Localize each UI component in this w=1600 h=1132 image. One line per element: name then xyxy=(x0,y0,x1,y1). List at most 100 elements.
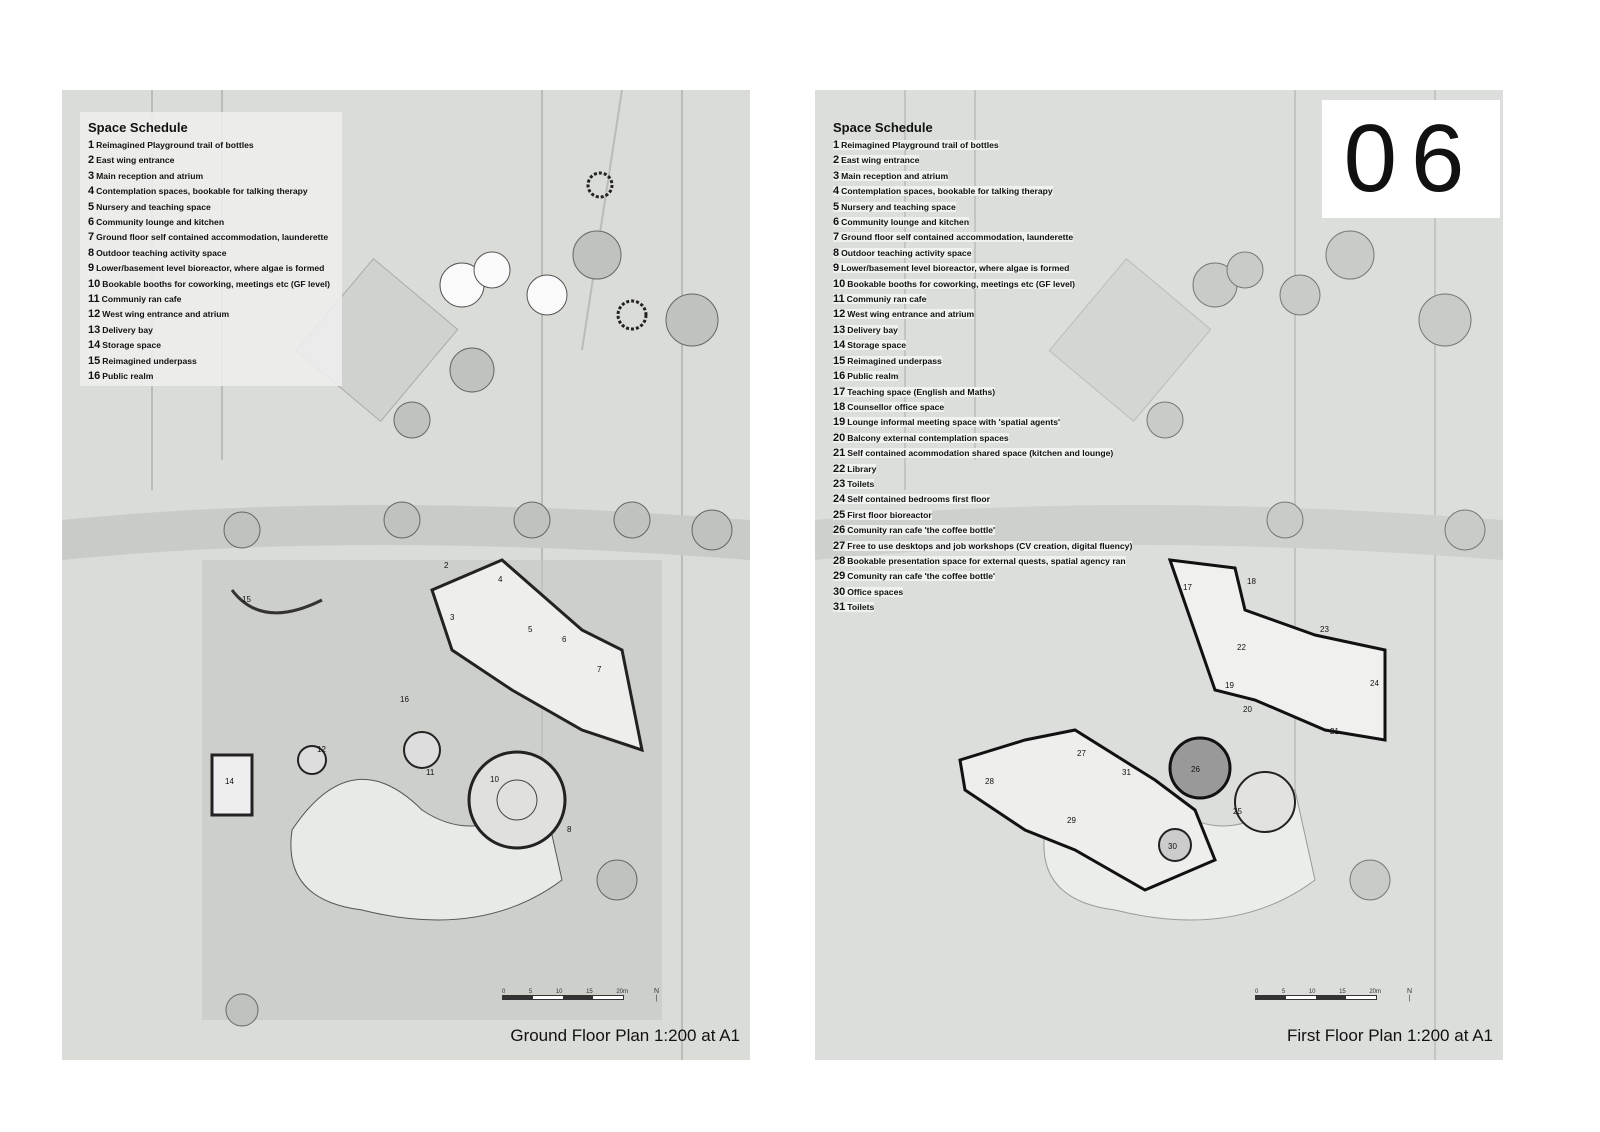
item-label: Public realm xyxy=(847,371,899,382)
item-label: Teaching space (English and Maths) xyxy=(847,386,996,397)
item-label: Lower/basement level bioreactor, where a… xyxy=(96,263,325,274)
plan-label: 28 xyxy=(985,777,994,786)
ground-floor-plan-sheet: 2 3 4 5 6 7 8 10 11 12 14 15 16 Space Sc… xyxy=(62,90,750,1060)
item-number: 18 xyxy=(833,400,846,413)
plan-label: 8 xyxy=(567,825,572,834)
plan-label: 26 xyxy=(1191,765,1200,774)
plan-label: 11 xyxy=(426,768,435,777)
item-number: 11 xyxy=(833,293,845,306)
plan-label: 29 xyxy=(1067,816,1076,825)
plan-label: 7 xyxy=(597,665,602,674)
item-label: Library xyxy=(847,463,877,474)
item-label: First floor bioreactor xyxy=(847,509,932,520)
north-arrow-icon: N| xyxy=(654,988,660,1002)
plan-label: 6 xyxy=(562,635,567,644)
item-label: Bookable booths for coworking, meetings … xyxy=(102,278,331,289)
item-label: Ground floor self contained accommodatio… xyxy=(96,232,329,243)
item-number: 13 xyxy=(88,323,101,336)
item-number: 7 xyxy=(88,231,95,244)
item-label: Nursery and teaching space xyxy=(96,201,211,212)
item-label: Reimagined underpass xyxy=(847,355,942,366)
item-number: 4 xyxy=(88,185,95,198)
plan-label: 24 xyxy=(1370,679,1379,688)
plan-label: 5 xyxy=(528,625,533,634)
plan-label: 12 xyxy=(317,745,326,754)
item-number: 9 xyxy=(88,262,95,275)
item-label: East wing entrance xyxy=(96,155,175,166)
item-number: 12 xyxy=(833,308,846,321)
item-number: 8 xyxy=(88,246,95,259)
item-number: 2 xyxy=(833,154,840,167)
item-number: 5 xyxy=(88,200,95,213)
sheet-number: 06 xyxy=(1322,100,1500,218)
item-label: Main reception and atrium xyxy=(96,170,204,181)
item-number: 30 xyxy=(833,585,846,598)
item-number: 15 xyxy=(833,354,846,367)
item-number: 16 xyxy=(88,370,101,383)
plan-label: 3 xyxy=(450,613,455,622)
item-label: Counsellor office space xyxy=(847,401,945,412)
plan-title: Ground Floor Plan 1:200 at A1 xyxy=(510,1026,740,1045)
item-label: West wing entrance and atrium xyxy=(102,309,230,320)
item-label: Storage space xyxy=(102,340,162,351)
item-label: Nursery and teaching space xyxy=(841,201,956,212)
item-label: Office spaces xyxy=(847,586,904,597)
item-number: 19 xyxy=(833,416,846,429)
item-label: Ground floor self contained accommodatio… xyxy=(841,232,1074,243)
plan-label: 2 xyxy=(444,561,449,570)
item-label: Communiy ran cafe xyxy=(101,294,182,305)
item-label: Lower/basement level bioreactor, where a… xyxy=(841,263,1070,274)
schedule-title: Space Schedule xyxy=(833,120,933,135)
plan-label: 14 xyxy=(225,777,234,786)
item-number: 3 xyxy=(833,169,840,182)
plan-label: 4 xyxy=(498,575,503,584)
first-floor-plan-sheet: 17 18 19 20 21 22 23 24 25 26 27 28 29 3… xyxy=(815,90,1503,1060)
item-number: 6 xyxy=(88,216,95,229)
item-label: Community lounge and kitchen xyxy=(841,217,970,228)
item-label: Community lounge and kitchen xyxy=(96,217,225,228)
item-number: 20 xyxy=(833,431,846,444)
plan-label: 25 xyxy=(1233,807,1242,816)
item-label: Bookable presentation space for external… xyxy=(847,555,1126,566)
item-number: 3 xyxy=(88,169,95,182)
item-number: 21 xyxy=(833,447,846,460)
item-number: 15 xyxy=(88,354,101,367)
plan-label: 16 xyxy=(400,695,409,704)
item-number: 29 xyxy=(833,570,846,583)
plan-label: 20 xyxy=(1243,705,1252,714)
item-label: Delivery bay xyxy=(102,324,153,335)
item-number: 2 xyxy=(88,154,95,167)
item-number: 11 xyxy=(88,293,100,306)
plan-label: 21 xyxy=(1330,727,1339,736)
item-label: Toilets xyxy=(847,602,875,613)
item-label: Reimagined underpass xyxy=(102,355,197,366)
